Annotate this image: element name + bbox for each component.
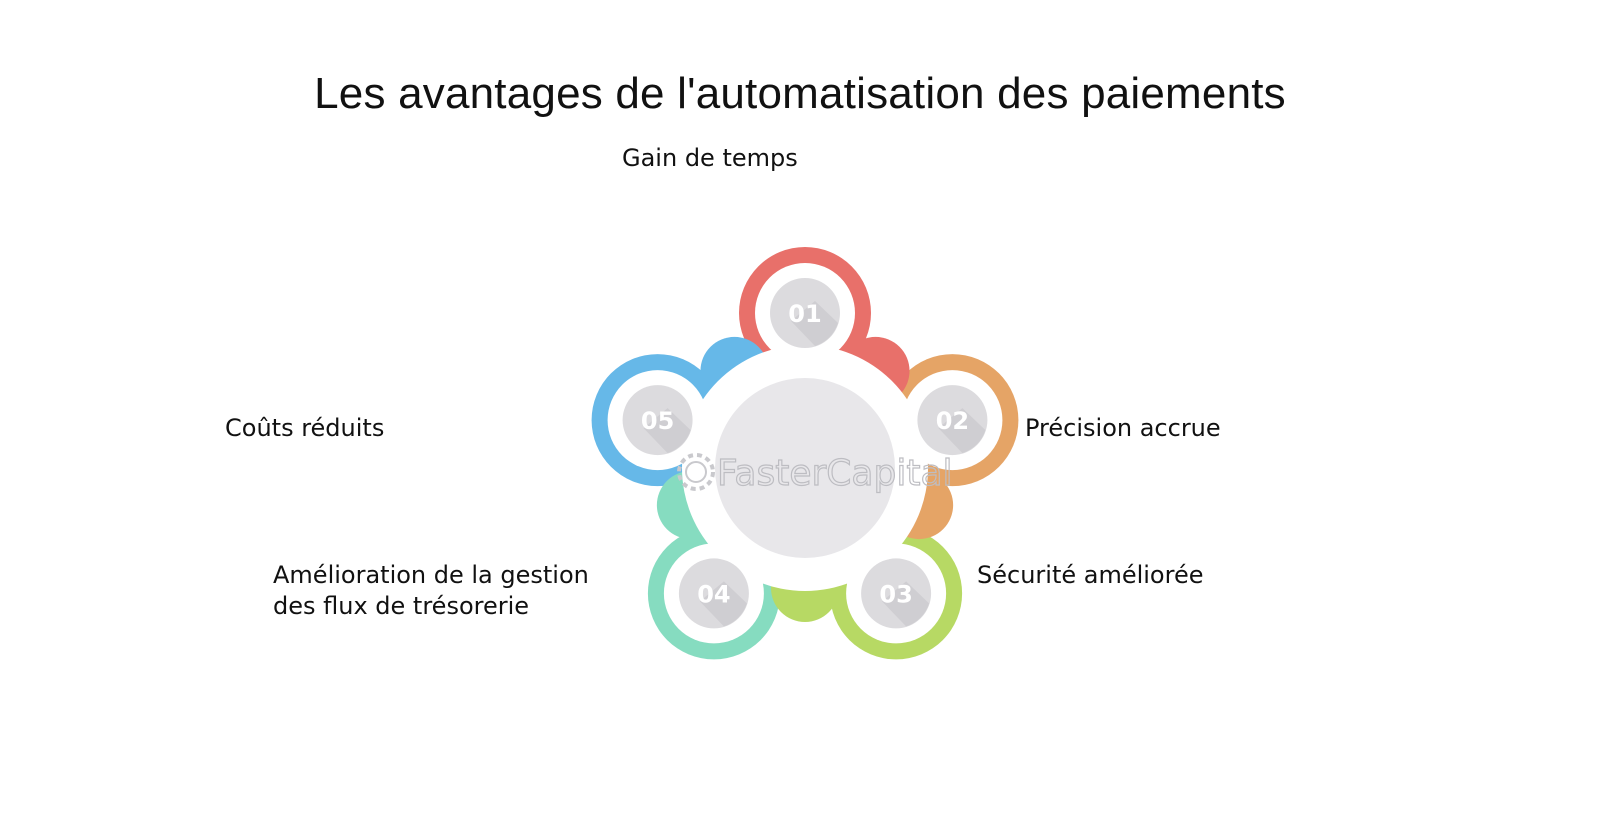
gear-icon	[677, 453, 715, 491]
number-disc-04: 04	[678, 558, 749, 629]
number-long-shadow	[643, 408, 691, 454]
number-long-shadow	[938, 408, 986, 454]
watermark-logo: FasterCapital	[677, 452, 953, 495]
number-label-04: 04	[697, 580, 730, 608]
label-securite-amelioree: Sécurité améliorée	[977, 561, 1204, 589]
watermark-text: FasterCapital	[717, 453, 953, 494]
label-gestion-tresorerie: Amélioration de la gestion des flux de t…	[273, 561, 589, 620]
number-disc-01: 01	[770, 278, 840, 348]
label-precision-accrue: Précision accrue	[1025, 414, 1221, 442]
center-disc	[715, 378, 895, 558]
number-long-shadow	[699, 581, 747, 627]
number-disc-02: 02	[917, 385, 988, 456]
number-label-01: 01	[788, 300, 821, 328]
label-gain-de-temps: Gain de temps	[622, 144, 798, 172]
page-title: Les avantages de l'automatisation des pa…	[314, 69, 1286, 118]
number-disc-03: 03	[861, 558, 932, 629]
label-couts-reduits: Coûts réduits	[225, 414, 385, 442]
number-label-05: 05	[641, 407, 674, 435]
number-label-03: 03	[879, 580, 912, 608]
number-discs: 01 02 03 04 05	[622, 278, 988, 629]
number-label-02: 02	[936, 407, 969, 435]
number-disc-05: 05	[622, 385, 693, 456]
number-long-shadow	[882, 581, 930, 627]
number-long-shadow	[791, 301, 838, 346]
